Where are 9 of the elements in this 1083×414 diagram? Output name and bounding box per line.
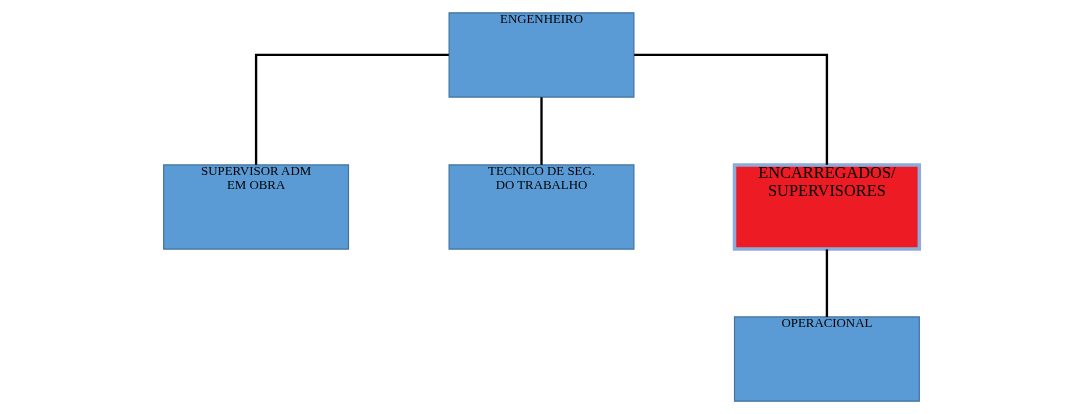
node-box: ENCARREGADOS/ SUPERVISORES (732, 163, 922, 251)
connector (634, 53, 829, 165)
node-box: OPERACIONAL (733, 316, 920, 402)
node-box: SUPERVISOR ADM EM OBRA (163, 164, 350, 250)
connector (254, 53, 449, 165)
node-box: TECNICO DE SEG. DO TRABALHO (448, 164, 635, 250)
node-box: ENGENHEIRO (448, 12, 635, 98)
connector (825, 249, 829, 317)
connector (540, 97, 543, 165)
